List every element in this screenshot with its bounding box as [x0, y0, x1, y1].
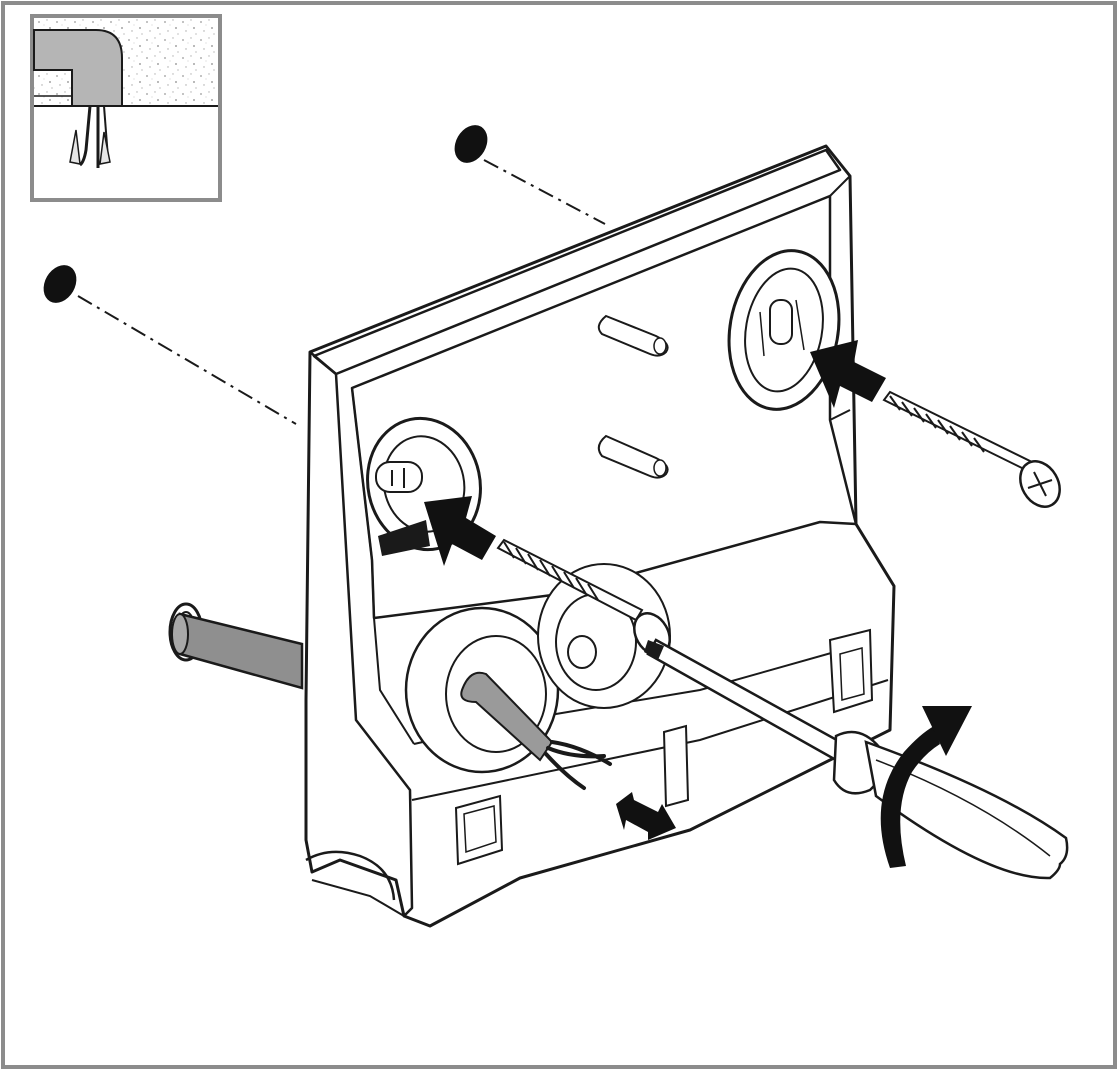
stripped-cable [460, 671, 554, 762]
locating-peg-lower [597, 434, 669, 479]
cable-wires [544, 740, 612, 790]
guide-line-top [483, 159, 606, 225]
insert-arrow-right-icon [810, 340, 886, 408]
ceiling-cable-inset [30, 14, 222, 202]
rotate-arrow-icon [880, 706, 972, 868]
screwdriver [644, 638, 1069, 880]
screw-left [496, 538, 671, 656]
insert-arrow-left-icon [424, 496, 496, 566]
locating-peg-upper [597, 314, 669, 357]
wall-cable [168, 602, 304, 690]
wall-plug-top [454, 125, 488, 163]
screw-right [882, 390, 1061, 508]
cable-entry [404, 563, 671, 790]
adjust-arrow-icon [616, 792, 676, 840]
wall-plug-left [43, 265, 77, 303]
screw-slot-upper-right [727, 249, 841, 411]
guide-line-left [77, 295, 297, 425]
